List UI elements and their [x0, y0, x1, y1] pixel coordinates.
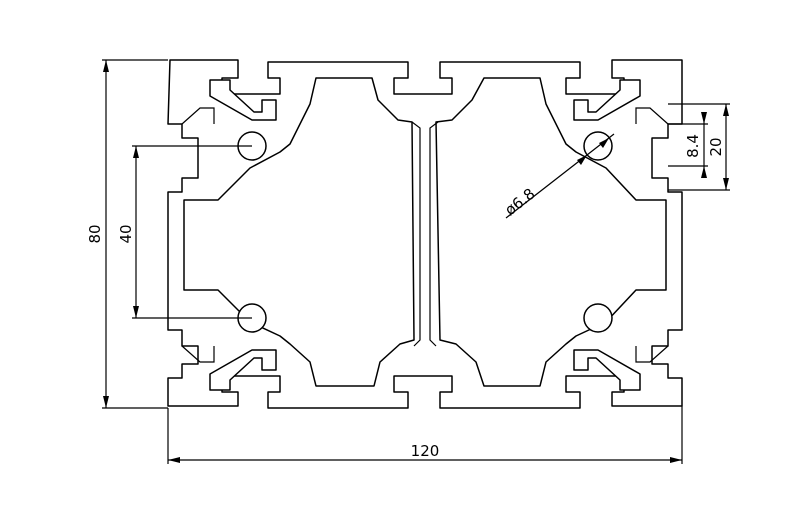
dimension-height: 80 [86, 59, 168, 409]
hole-bottom-right [583, 303, 613, 333]
slot-detail-left-top [181, 107, 215, 125]
dimension-slot-opening-label: 8.4 [684, 134, 702, 158]
dimension-slot-depth: 20 [668, 103, 730, 191]
dimension-hole-spacing-label: 40 [117, 224, 135, 243]
corner-pocket-bottom-left [209, 349, 277, 391]
dimension-width-label: 120 [411, 442, 440, 460]
slot-detail-left-bottom [181, 345, 215, 363]
dimension-slot-opening: 8.4 [668, 112, 708, 178]
corner-pocket-top-left [209, 79, 277, 121]
slot-detail-right-top [635, 107, 669, 125]
center-web-right [429, 121, 439, 347]
dimension-width: 120 [167, 406, 683, 464]
slot-detail-right-bottom [635, 345, 669, 363]
corner-pocket-top-right [573, 79, 641, 121]
center-web [411, 121, 421, 347]
dimension-height-label: 80 [86, 224, 104, 243]
dimension-hole-spacing: 40 [117, 145, 252, 319]
dimension-slot-depth-label: 20 [707, 137, 725, 156]
corner-pocket-bottom-right [573, 349, 641, 391]
